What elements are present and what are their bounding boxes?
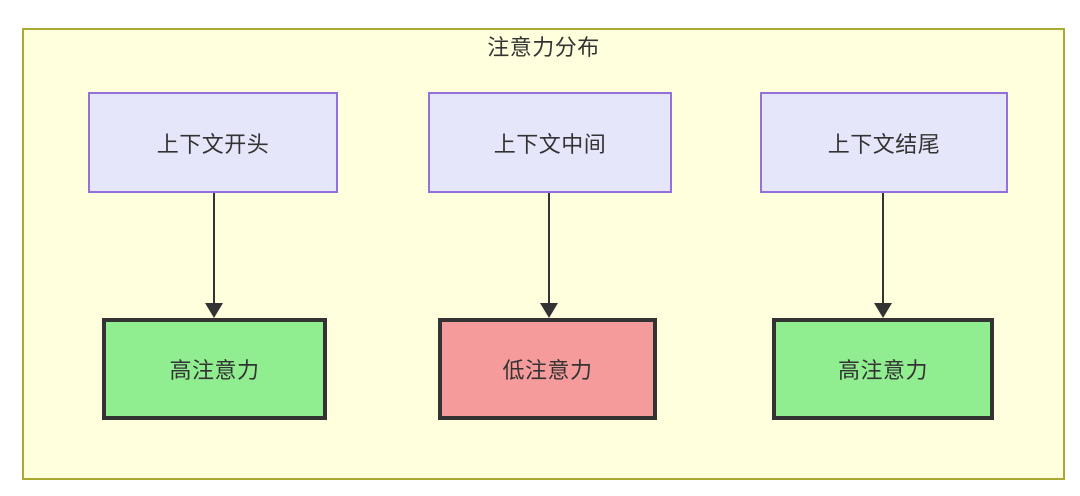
node-context-end[interactable]: 上下文结尾 (760, 92, 1008, 193)
node-context-middle[interactable]: 上下文中间 (428, 92, 672, 193)
node-context-start[interactable]: 上下文开头 (88, 92, 338, 193)
node-high-attention-end[interactable]: 高注意力 (772, 318, 994, 420)
diagram-title: 注意力分布 (487, 35, 600, 60)
node-high-attention-start[interactable]: 高注意力 (102, 318, 327, 420)
node-low-attention-middle[interactable]: 低注意力 (438, 318, 657, 420)
